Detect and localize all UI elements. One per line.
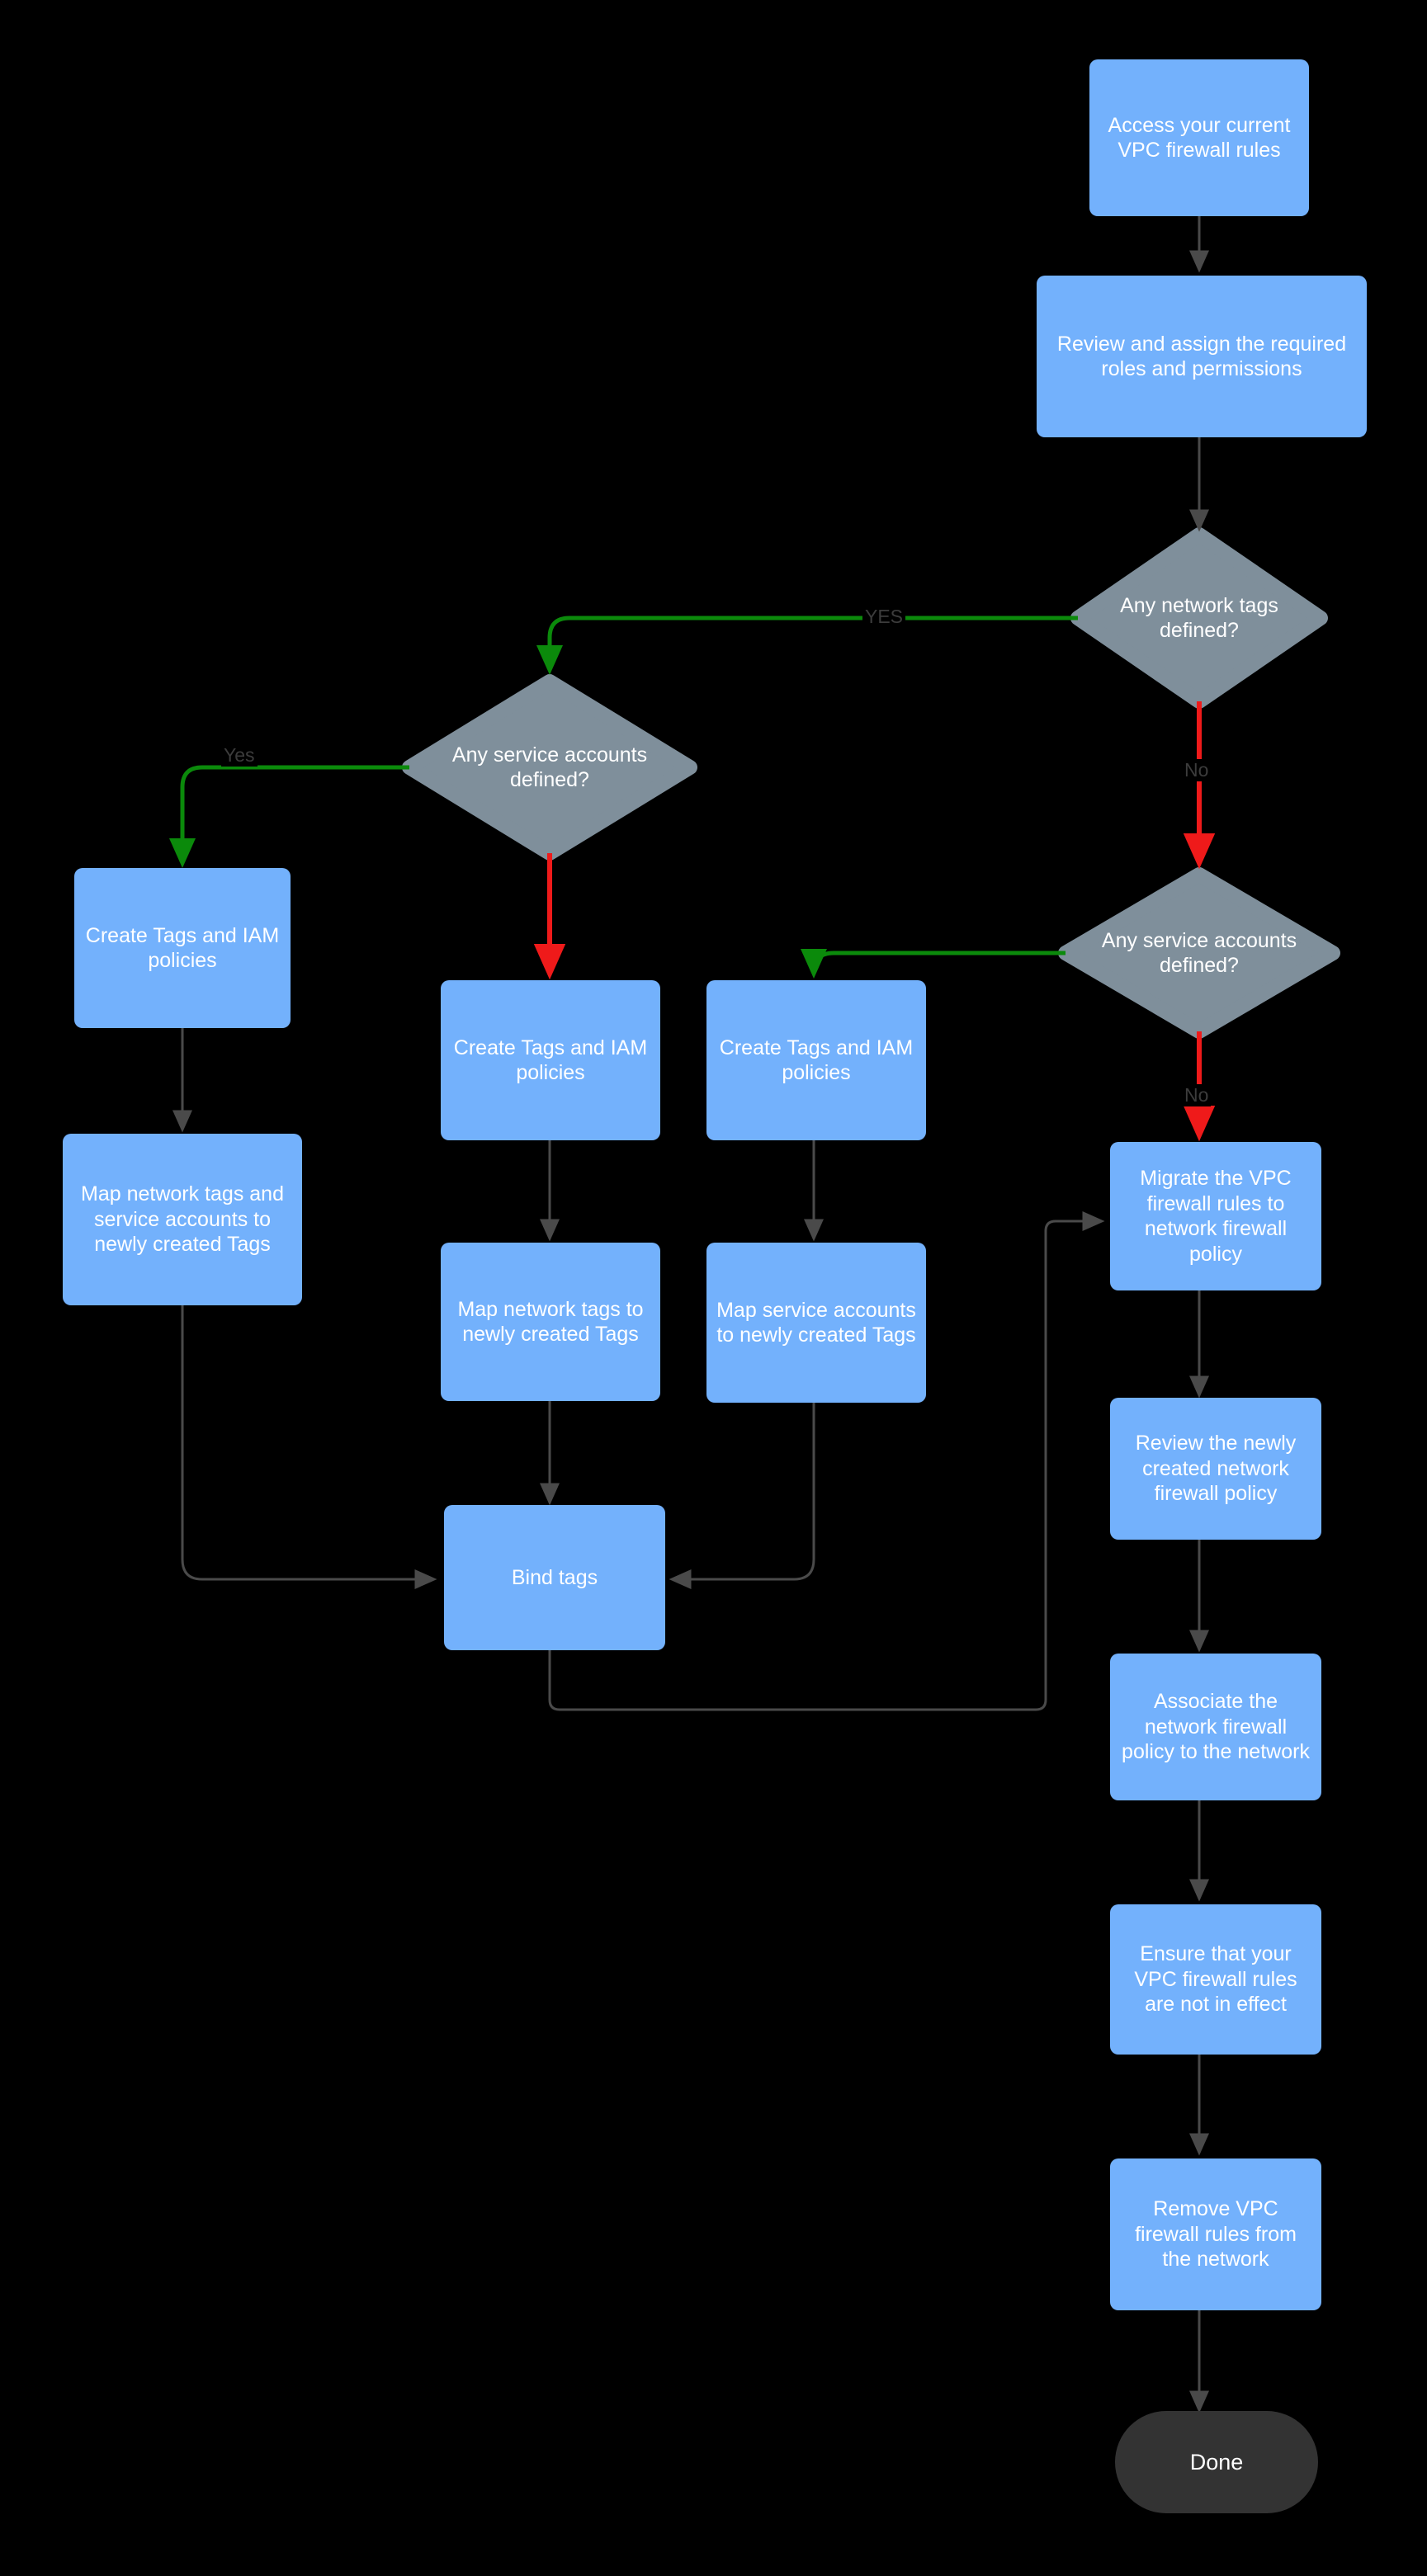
node-create-tags-iam-right[interactable]: Create Tags and IAM policies [706,980,926,1140]
edge-decision2-yes [169,765,409,868]
node-decision-service-accounts-right[interactable]: Any service accounts defined? [1066,875,1333,1031]
node-label: Access your current VPC firewall rules [1108,113,1291,163]
edge-map1-to-bind [181,1305,437,1589]
node-label: Review and assign the required roles and… [1056,332,1347,381]
node-map-tags-and-accounts[interactable]: Map network tags and service accounts to… [63,1134,302,1305]
node-decision-service-accounts-left[interactable]: Any service accounts defined? [409,682,690,853]
node-label: Create Tags and IAM policies [453,1036,648,1085]
node-map-service-accounts[interactable]: Map service accounts to newly created Ta… [706,1243,926,1403]
edge-bind-to-migrate [548,1211,1105,1711]
edge-label-text: No [1184,759,1209,781]
node-label: Map service accounts to newly created Ta… [716,1298,916,1347]
node-review-assign-roles[interactable]: Review and assign the required roles and… [1037,276,1367,437]
node-label: Create Tags and IAM policies [85,923,280,973]
node-label: Remove VPC firewall rules from the netwo… [1135,2197,1297,2272]
node-label: Map network tags to newly created Tags [457,1297,644,1347]
node-label: Map network tags and service accounts to… [81,1182,284,1257]
node-done[interactable]: Done [1115,2411,1318,2513]
node-migrate-vpc-rules[interactable]: Migrate the VPC firewall rules to networ… [1110,1142,1321,1290]
node-label: Associate the network firewall policy to… [1122,1690,1310,1764]
node-associate-policy-to-network[interactable]: Associate the network firewall policy to… [1110,1654,1321,1800]
node-map-network-tags[interactable]: Map network tags to newly created Tags [441,1243,660,1401]
node-label: Review the newly created network firewal… [1135,1432,1297,1506]
node-decision-network-tags[interactable]: Any network tags defined? [1078,535,1321,701]
node-access-vpc-firewall-rules[interactable]: Access your current VPC firewall rules [1089,59,1309,216]
node-label: Done [1189,2449,1244,2475]
node-remove-vpc-rules[interactable]: Remove VPC firewall rules from the netwo… [1110,2158,1321,2310]
edge-label-no-network-tags: No [1182,759,1212,781]
node-bind-tags[interactable]: Bind tags [444,1505,665,1650]
node-label: Any service accounts defined? [1101,928,1297,978]
edge-label-text: Yes [224,744,255,766]
edge-label-text: No [1184,1084,1209,1106]
edge-label-no-service-accounts: No [1182,1084,1212,1106]
node-label: Any network tags defined? [1120,593,1278,643]
edge-decision1-yes [536,616,1078,675]
node-ensure-rules-not-in-effect[interactable]: Ensure that your VPC firewall rules are … [1110,1904,1321,2055]
node-label: Bind tags [511,1565,598,1589]
node-create-tags-iam-middle[interactable]: Create Tags and IAM policies [441,980,660,1140]
edge-decision3-yes [801,949,1066,979]
node-create-tags-iam-left[interactable]: Create Tags and IAM policies [74,868,291,1028]
edge-label-yes-service-accounts: Yes [221,744,258,767]
decision-diamonds [402,527,1340,1039]
edge-map3-to-bind [669,1403,815,1589]
edge-label-text: YES [865,606,904,627]
node-label: Ensure that your VPC firewall rules are … [1134,1942,1297,2017]
node-label: Create Tags and IAM policies [719,1036,914,1085]
node-label: Migrate the VPC firewall rules to networ… [1140,1167,1292,1266]
node-label: Any service accounts defined? [451,743,648,792]
edge-label-yes-network-tags: YES [862,606,906,628]
node-review-new-policy[interactable]: Review the newly created network firewal… [1110,1398,1321,1540]
